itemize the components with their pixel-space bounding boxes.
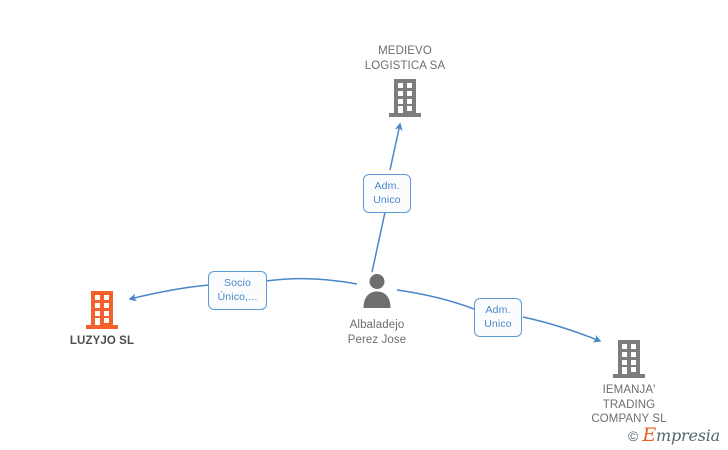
person-icon: [307, 272, 447, 318]
node-label-person: Albaladejo Perez Jose: [347, 319, 407, 346]
empresia-watermark: © Empresia: [628, 424, 720, 446]
brand-initial: E: [642, 424, 656, 446]
node-luzyjo-sl[interactable]: LUZYJO SL: [32, 288, 172, 349]
brand-rest: mpresia: [656, 426, 720, 445]
node-person-albaladejo-perez-jose[interactable]: Albaladejo Perez Jose: [307, 272, 447, 347]
node-medievo-logistica[interactable]: MEDIEVO LOGISTICA SA: [335, 44, 475, 122]
building-icon: [335, 76, 475, 122]
brand-name: Empresia: [642, 424, 720, 446]
node-label-luzyjo: LUZYJO SL: [69, 335, 135, 347]
node-label-iemanja: IEMANJA' TRADING COMPANY SL: [591, 384, 667, 425]
node-label-medievo: MEDIEVO LOGISTICA SA: [364, 45, 446, 72]
node-iemanja-trading-company[interactable]: IEMANJA' TRADING COMPANY SL: [559, 337, 699, 427]
edge-label-socio-unico-luzyjo[interactable]: Socio Único,...: [208, 271, 267, 310]
edge-label-adm-unico-iemanja[interactable]: Adm. Unico: [474, 298, 522, 337]
copyright-icon: ©: [628, 427, 639, 444]
building-icon: [32, 288, 172, 334]
building-icon: [559, 337, 699, 383]
edge-label-adm-unico-medievo[interactable]: Adm. Unico: [363, 174, 411, 213]
